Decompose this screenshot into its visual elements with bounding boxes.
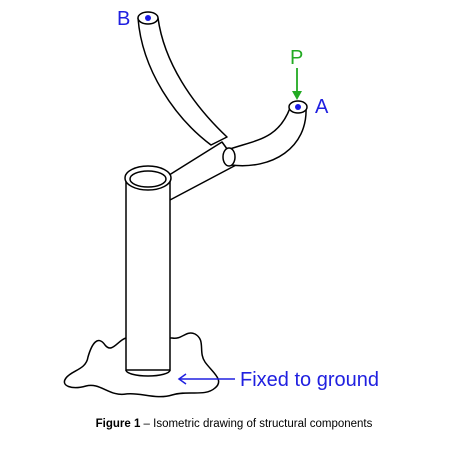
post-top-inner bbox=[129, 170, 167, 188]
post-base-edge bbox=[125, 369, 171, 377]
curved-member-to-b bbox=[137, 17, 228, 146]
junction-cap bbox=[222, 147, 236, 167]
label-p: P bbox=[290, 47, 303, 69]
point-b-marker bbox=[145, 15, 151, 21]
figure-number: Figure 1 bbox=[95, 418, 141, 430]
label-b: B bbox=[117, 8, 130, 30]
figure-caption: Figure 1 – Isometric drawing of structur… bbox=[0, 418, 468, 430]
caption-text: Isometric drawing of structural componen… bbox=[153, 418, 373, 430]
ground-arrow-head bbox=[177, 373, 187, 385]
caption-separator: – bbox=[140, 418, 154, 430]
label-a: A bbox=[315, 96, 329, 118]
curved-member-to-a bbox=[226, 106, 307, 167]
label-fixed-to-ground: Fixed to ground bbox=[240, 369, 379, 391]
vertical-post bbox=[125, 177, 171, 371]
load-arrow-head bbox=[292, 91, 302, 100]
point-a-marker bbox=[295, 104, 301, 110]
